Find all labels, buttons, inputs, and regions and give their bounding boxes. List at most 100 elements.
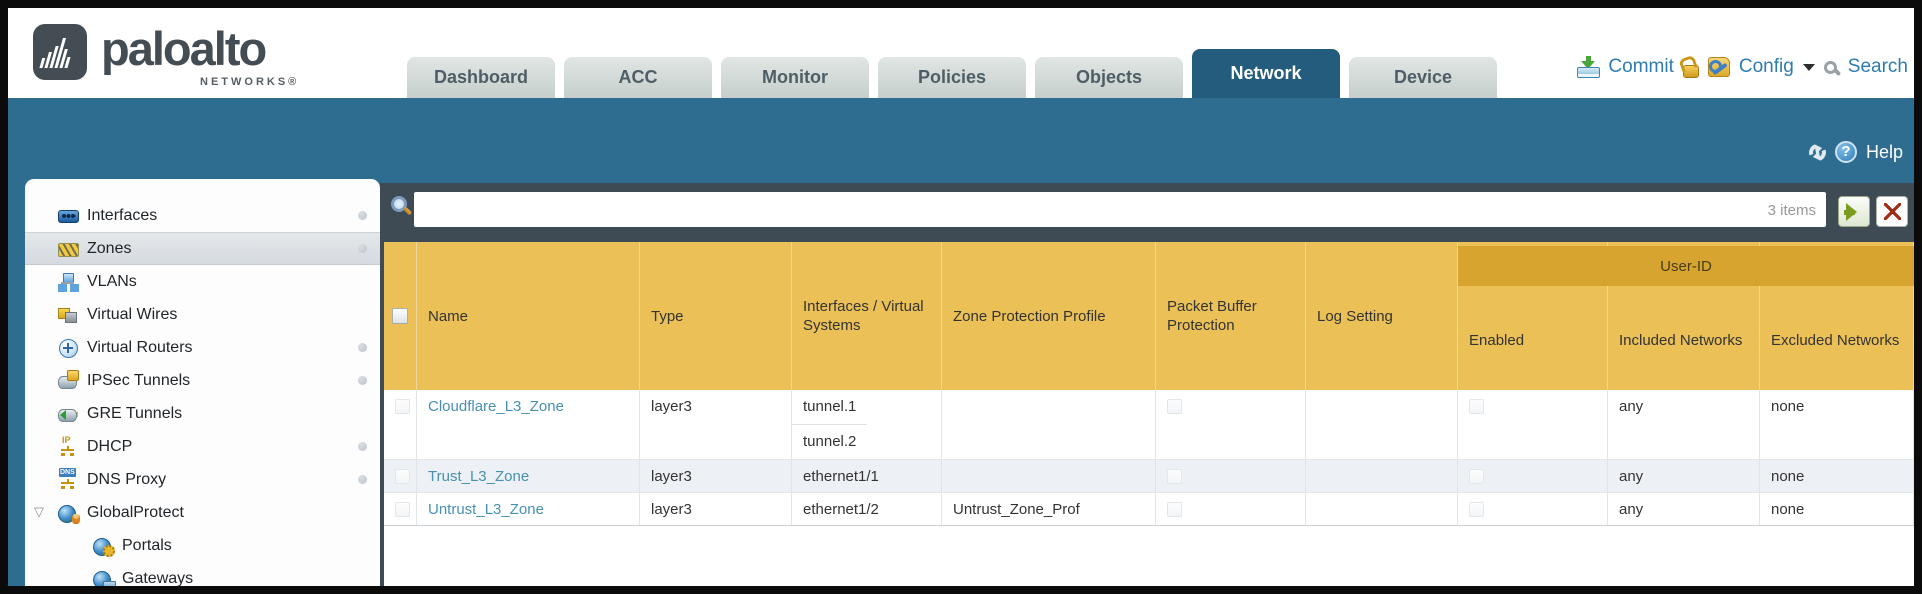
packet-buffer-protection-checkbox[interactable]	[1167, 399, 1182, 414]
row-checkbox[interactable]	[395, 399, 410, 414]
brand-wordmark: paloalto	[101, 22, 267, 75]
zone-protection-profile-cell	[942, 460, 1156, 492]
commit-button[interactable]: Commit	[1608, 56, 1674, 77]
items-count-label: 3 items	[1767, 202, 1816, 219]
tab-objects[interactable]: Objects	[1035, 57, 1183, 98]
refresh-icon[interactable]	[1806, 140, 1829, 164]
zone-name-link[interactable]: Untrust_L3_Zone	[428, 500, 544, 518]
packet-buffer-protection-checkbox[interactable]	[1167, 468, 1182, 484]
sidebar-item-virtual-wires[interactable]: Virtual Wires	[25, 298, 380, 331]
apply-filter-arrow-icon[interactable]	[1838, 196, 1870, 227]
packet-buffer-protection-cell	[1156, 390, 1306, 459]
sidebar-item-interfaces[interactable]: Interfaces	[25, 199, 380, 232]
zone-name-link[interactable]: Cloudflare_L3_Zone	[428, 398, 564, 415]
column-header-name[interactable]: Name	[417, 242, 640, 390]
filter-magnifier-icon	[391, 196, 407, 212]
table-row: Cloudflare_L3_Zone layer3 tunnel.1 tunne…	[384, 390, 1914, 460]
column-header-excluded-networks[interactable]: Excluded Networks	[1760, 242, 1914, 390]
row-select-cell	[384, 460, 417, 492]
row-checkbox[interactable]	[395, 501, 410, 517]
select-all-checkbox[interactable]	[392, 308, 408, 324]
column-header-log-setting[interactable]: Log Setting	[1306, 242, 1458, 390]
interfaces-icon	[58, 207, 79, 225]
tab-device[interactable]: Device	[1349, 57, 1497, 98]
user-id-enabled-checkbox[interactable]	[1469, 468, 1484, 484]
user-id-enabled-checkbox[interactable]	[1469, 501, 1484, 517]
gre-tunnels-icon	[58, 404, 78, 423]
item-dot	[358, 475, 367, 484]
log-setting-cell	[1306, 460, 1458, 492]
zone-type-cell: layer3	[640, 390, 792, 459]
sidebar-item-gateways[interactable]: Gateways	[25, 562, 380, 586]
column-header-packet-buffer-protection[interactable]: Packet Buffer Protection	[1156, 242, 1306, 390]
sidebar-item-ipsec-tunnels[interactable]: IPSec Tunnels	[25, 364, 380, 397]
packet-buffer-protection-cell	[1156, 493, 1306, 525]
tab-acc[interactable]: ACC	[564, 57, 712, 98]
header-action-bar: Commit Config Search	[1577, 56, 1908, 78]
sidebar-item-virtual-routers[interactable]: Virtual Routers	[25, 331, 380, 364]
utility-bar: Help	[1806, 140, 1903, 164]
zone-interfaces-cell: ethernet1/1	[792, 460, 942, 492]
column-header-included-networks[interactable]: Included Networks	[1608, 242, 1760, 390]
filter-input[interactable]	[414, 192, 1826, 227]
portals-icon	[93, 537, 115, 557]
filter-toolbar: 3 items	[384, 183, 1914, 242]
zone-type-cell: layer3	[640, 493, 792, 525]
expanded-triangle-icon[interactable]	[34, 504, 44, 520]
log-setting-cell	[1306, 493, 1458, 525]
zone-type-cell: layer3	[640, 460, 792, 492]
row-checkbox[interactable]	[395, 468, 410, 484]
item-dot	[358, 343, 367, 352]
network-sidebar: Interfaces Zones VLANs Virtual Wires Vir…	[25, 179, 380, 586]
user-id-enabled-checkbox[interactable]	[1469, 399, 1484, 414]
unlocked-padlock-icon[interactable]	[1682, 64, 1699, 78]
help-link[interactable]: Help	[1865, 141, 1903, 162]
chevron-down-icon[interactable]	[1802, 63, 1815, 77]
interface-entry: tunnel.1	[792, 390, 868, 425]
top-header-bar: paloalto NETWORKS® Dashboard ACC Monitor…	[8, 8, 1914, 98]
sidebar-item-globalprotect[interactable]: GlobalProtect	[25, 496, 380, 529]
included-networks-cell: any	[1608, 390, 1760, 459]
tab-dashboard[interactable]: Dashboard	[407, 57, 555, 98]
zones-table-header: User-ID Name Type Interfaces / Virtual S…	[384, 242, 1914, 390]
interface-entry: tunnel.2	[792, 425, 867, 459]
sidebar-item-dhcp[interactable]: DHCP	[25, 430, 380, 463]
sidebar-item-portals[interactable]: Portals	[25, 529, 380, 562]
vlans-icon	[58, 272, 78, 291]
tab-monitor[interactable]: Monitor	[721, 57, 869, 98]
sidebar-item-gre-tunnels[interactable]: GRE Tunnels	[25, 397, 380, 430]
table-row: Trust_L3_Zone layer3 ethernet1/1 any non…	[384, 460, 1914, 493]
included-networks-cell: any	[1608, 460, 1760, 492]
sidebar-item-vlans[interactable]: VLANs	[25, 265, 380, 298]
table-row: Untrust_L3_Zone layer3 ethernet1/2 Untru…	[384, 493, 1914, 526]
excluded-networks-cell: none	[1760, 460, 1914, 492]
zone-interfaces-cell: tunnel.1 tunnel.2	[792, 390, 942, 459]
packet-buffer-protection-cell	[1156, 460, 1306, 492]
paloalto-logo: paloalto	[33, 22, 267, 80]
column-header-interfaces[interactable]: Interfaces / Virtual Systems	[792, 242, 942, 390]
column-header-zone-protection-profile[interactable]: Zone Protection Profile	[942, 242, 1156, 390]
sidebar-item-zones[interactable]: Zones	[25, 232, 380, 265]
zones-content-panel: 3 items User-ID Name Type Interfaces / V…	[380, 183, 1914, 586]
sidebar-item-dns-proxy[interactable]: DNS Proxy	[25, 463, 380, 496]
zone-name-cell: Trust_L3_Zone	[417, 460, 640, 492]
search-icon[interactable]	[1823, 60, 1837, 74]
help-icon[interactable]	[1834, 141, 1857, 163]
commit-icon[interactable]	[1577, 56, 1601, 78]
column-header-enabled[interactable]: Enabled	[1458, 242, 1608, 390]
clear-filter-x-icon[interactable]	[1876, 196, 1908, 227]
tab-policies[interactable]: Policies	[878, 57, 1026, 98]
packet-buffer-protection-checkbox[interactable]	[1167, 501, 1182, 517]
zones-icon	[58, 240, 79, 258]
config-menu[interactable]: Config	[1738, 56, 1794, 77]
tab-network[interactable]: Network	[1192, 49, 1340, 98]
excluded-networks-cell: none	[1760, 493, 1914, 525]
row-select-cell	[384, 493, 417, 525]
zone-name-link[interactable]: Trust_L3_Zone	[428, 467, 530, 485]
search-button[interactable]: Search	[1847, 56, 1908, 77]
config-icon[interactable]	[1707, 57, 1730, 77]
zone-protection-profile-cell	[942, 390, 1156, 459]
column-header-type[interactable]: Type	[640, 242, 792, 390]
user-id-enabled-cell	[1458, 460, 1608, 492]
row-select-cell	[384, 390, 417, 459]
